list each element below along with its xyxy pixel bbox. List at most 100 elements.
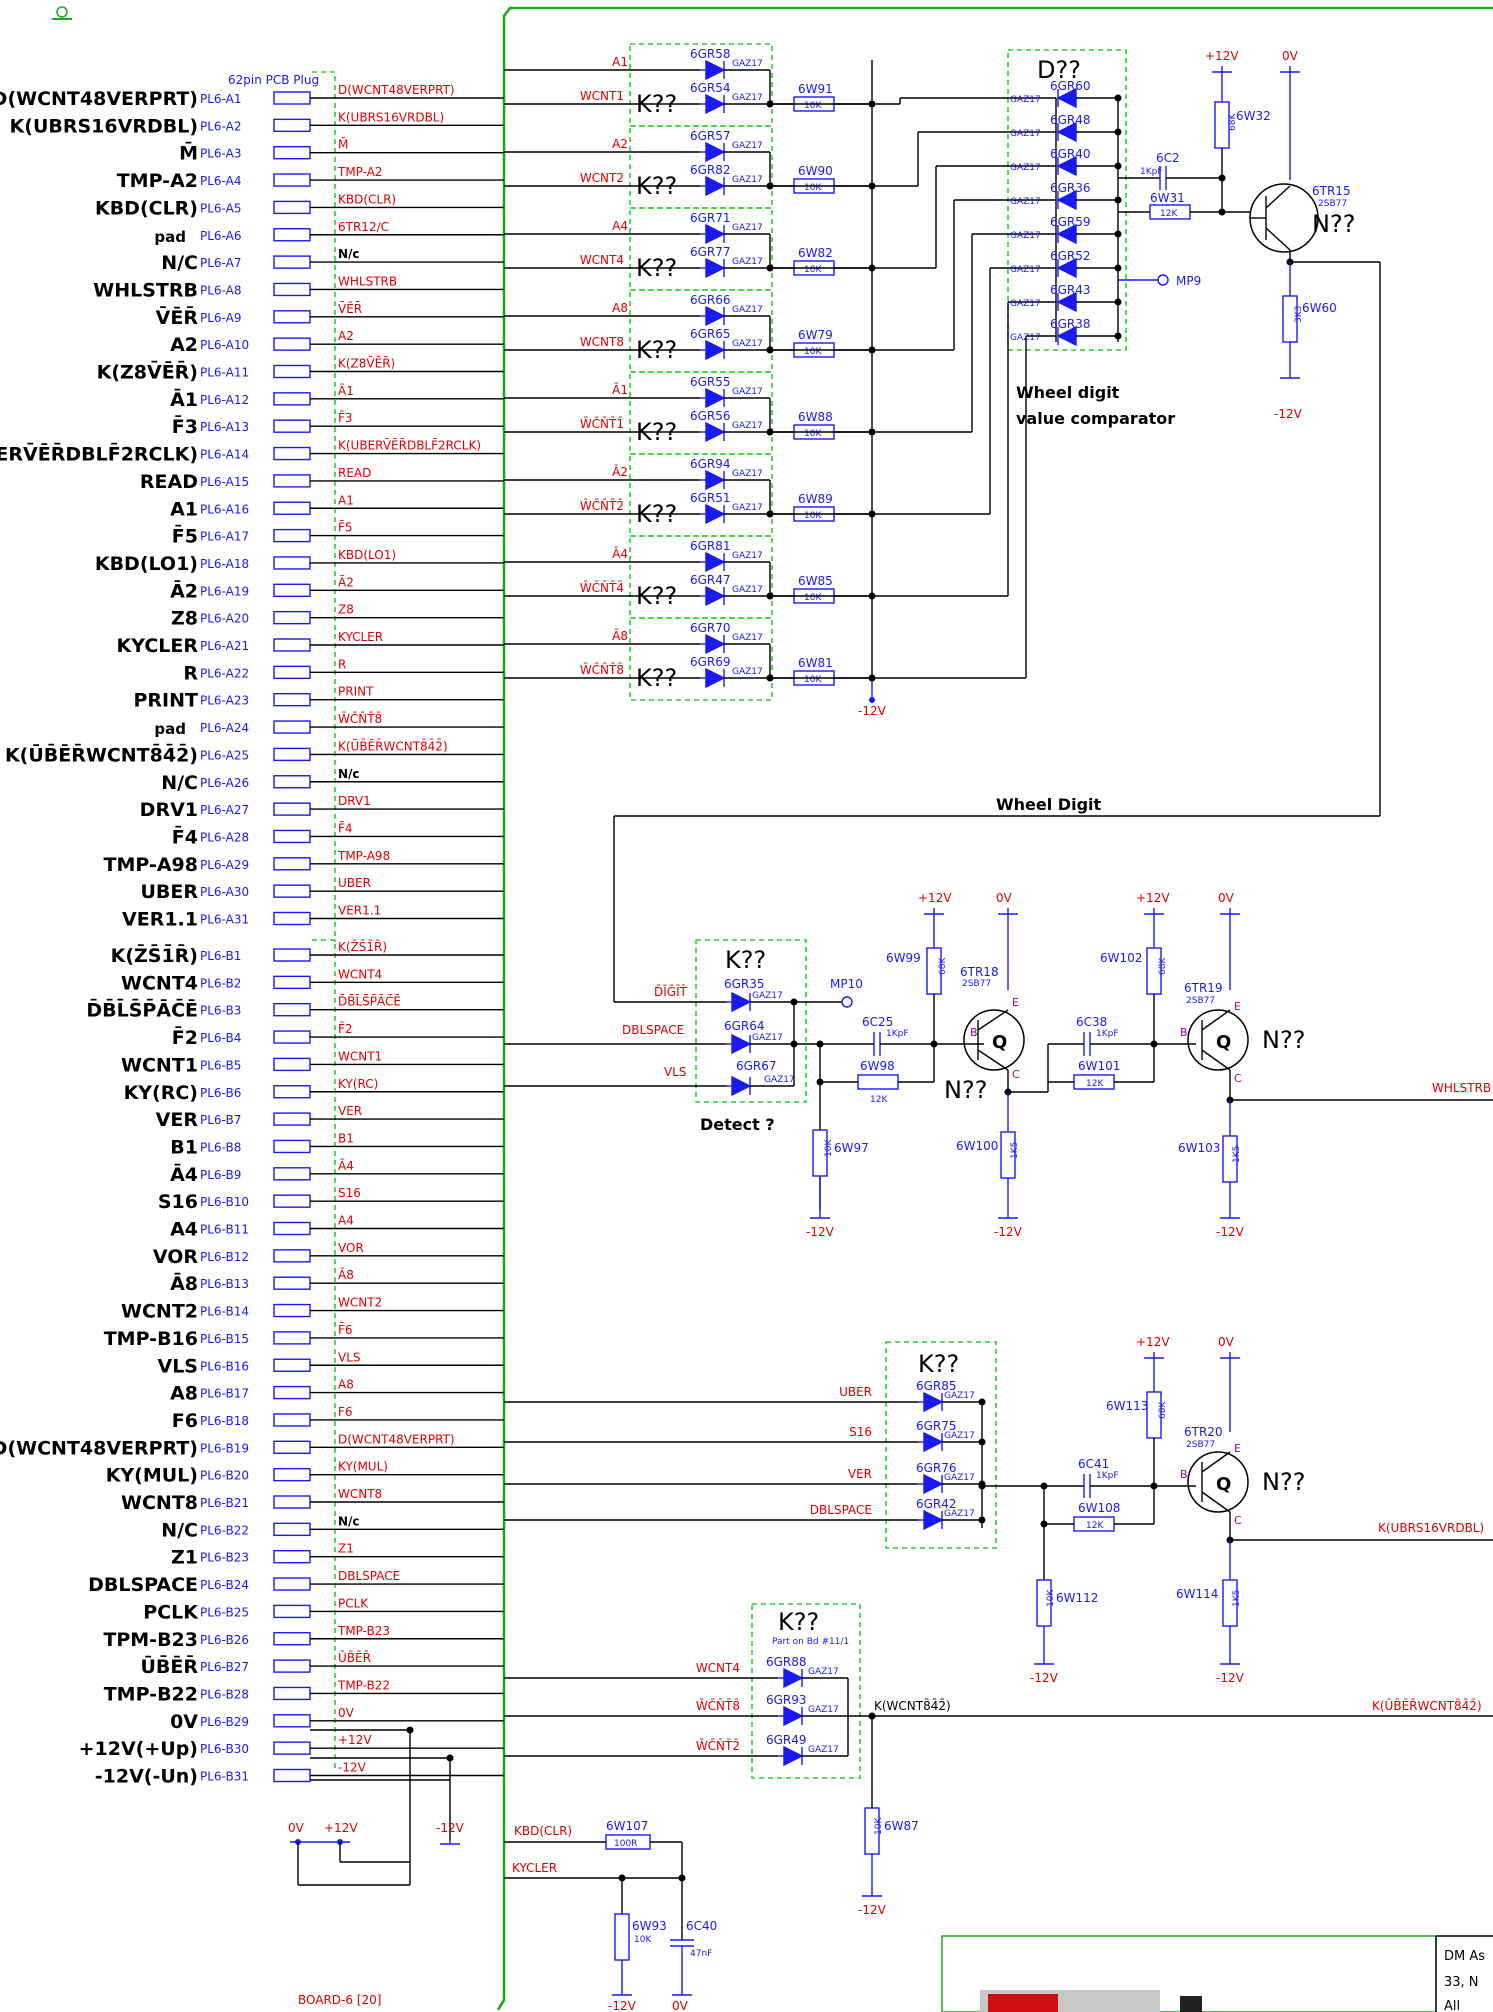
comparator-diode-b-icon [699, 422, 725, 442]
pin-box [273, 310, 311, 324]
comparator-diode-b-icon [699, 586, 725, 606]
comparator-diode-b-icon [699, 340, 725, 360]
diode-a-ref: 6GR94 [690, 457, 731, 471]
bottom-n12-b: -12V [608, 1999, 637, 2012]
pin-id-label: PL6-A6 [200, 229, 241, 243]
d-group-diode-type: GAZ17 [1010, 231, 1041, 241]
pin-id-label: PL6-B6 [200, 1086, 241, 1100]
gate-box [629, 43, 773, 127]
pin-signal-label: DRV1 [140, 799, 198, 821]
pin-box [273, 528, 311, 543]
wcnt-input-label: W̄C̄N̄T̄2̄ [580, 499, 624, 513]
w114-value: 1K5 [1232, 1590, 1242, 1607]
uber-diode-ref: 6GR85 [916, 1379, 957, 1393]
detect-k-label: K?? [725, 946, 766, 974]
tr19-transistor-icon [1187, 1009, 1249, 1071]
pin-net-label: F̄2 [338, 1022, 353, 1036]
pin-signal-label: A4 [170, 1219, 198, 1241]
pin-box [273, 665, 311, 680]
svg-text:E: E [1234, 1000, 1241, 1013]
diode-b-ref: 6GR54 [690, 81, 731, 95]
w102-value: 68K [1158, 957, 1168, 975]
pin-signal-label: ŪB̄ĒR̄ [140, 1655, 198, 1678]
d-group-diode-ref: 6GR38 [1050, 317, 1091, 331]
detect-d2: 6GR64 [724, 1019, 765, 1033]
diode-b-type: GAZ17 [732, 667, 763, 677]
pin-box [273, 1194, 311, 1208]
w99-value: 68K [938, 957, 948, 975]
pin-signal-label: M̄ [179, 141, 198, 164]
pin-signal-label: N/C [161, 772, 198, 794]
resistor-value: 10K [804, 265, 822, 275]
comparator-diode-b-icon [699, 94, 725, 114]
pin-net-label: F̄5 [338, 520, 353, 534]
pin-box [273, 1276, 311, 1290]
pin-box [273, 975, 311, 990]
c40-value: 47nF [690, 1949, 712, 1959]
d-group-diode-ref: 6GR40 [1050, 147, 1091, 161]
pin-id-label: PL6-B8 [200, 1140, 241, 1154]
pin-id-label: PL6-A14 [200, 448, 249, 462]
pin-box [273, 1467, 311, 1482]
pin-id-label: PL6-A3 [200, 147, 241, 161]
pin-signal-label: KBD(LO1) [95, 553, 198, 575]
pin-box [273, 1549, 311, 1564]
pin-signal-label: KYCLER [117, 635, 199, 657]
pin-signal-label: VLS [158, 1355, 199, 1377]
pin-net-label: A8 [338, 1378, 354, 1392]
c2-ref: 6C2 [1156, 151, 1180, 165]
title-block-line2: 33, N [1444, 1975, 1479, 1990]
resistor-value: 10K [804, 101, 822, 111]
w113-value: 68K [1158, 1401, 1168, 1419]
pin-net-label: KY(RC) [338, 1077, 378, 1091]
connector-pin-row: +12V(+Up)PL6-B30+12V [79, 1733, 504, 1760]
resistor-value: 10K [804, 511, 822, 521]
pin-id-label: PL6-A1 [200, 92, 241, 106]
pin-box [273, 1714, 311, 1728]
uber-diode-type: GAZ17 [944, 1509, 975, 1519]
diode-a-ref: 6GR66 [690, 293, 731, 307]
pin-net-label: TMP-A98 [337, 849, 390, 863]
bottom-block: 0V +12V -12V KBD(CLR) 6W107 100R KYCLER … [288, 1726, 1493, 2012]
diode-b-ref: 6GR77 [690, 245, 731, 259]
pin-id-label: PL6-A10 [200, 338, 249, 352]
pin-net-label: +12V [338, 1733, 372, 1747]
addr-input-label: Ā4 [612, 547, 628, 561]
pin-net-label: VLS [338, 1350, 361, 1364]
pin-net-label: ŪB̄ĒR̄ [338, 1651, 371, 1665]
resistor-value: 10K [804, 675, 822, 685]
addr-input-label: A2 [612, 137, 628, 151]
addr-input-label: Ā1 [612, 383, 628, 397]
tr20-vpos: +12V [1136, 1335, 1170, 1349]
pin-box [273, 1167, 311, 1181]
pin-id-label: PL6-B30 [200, 1742, 249, 1756]
gate-k-label: K?? [636, 172, 677, 200]
connector-pin-row: K(Z̄S̄1̄R̄)PL6-B1K(Z̄S̄1̄R̄) [111, 940, 504, 967]
resistor-value: 10K [804, 429, 822, 439]
uber-diode-type: GAZ17 [944, 1431, 975, 1441]
gate-k-label: K?? [636, 336, 677, 364]
c25-ref: 6C25 [862, 1015, 893, 1029]
uber-box [885, 1341, 997, 1549]
pin-net-label: KBD(CLR) [338, 192, 396, 206]
tr15-vpos: +12V [1205, 49, 1239, 63]
pin-net-label: Ā8 [338, 1268, 354, 1282]
pin-signal-label: WCNT4 [121, 972, 198, 994]
tr20-ref: 6TR20 [1184, 1425, 1223, 1439]
w31-ref: 6W31 [1150, 191, 1185, 205]
comparator-diode-a-icon [699, 60, 725, 80]
pin-net-label: Z1 [338, 1542, 354, 1556]
gate-box [629, 535, 773, 619]
connector-pin-row: K(ŪB̄ĒR̄WCNT8̄4̄2̄)PL6-A25K(ŪB̄ĒR̄WCNT8̄… [5, 739, 504, 766]
diode-b-type: GAZ17 [732, 503, 763, 513]
pin-net-label: F̄4 [338, 821, 353, 835]
connector-pin-row: D(WCNT48VERPRT)PL6-A1D(WCNT48VERPRT) [0, 83, 504, 110]
pin-id-label: PL6-A12 [200, 393, 249, 407]
